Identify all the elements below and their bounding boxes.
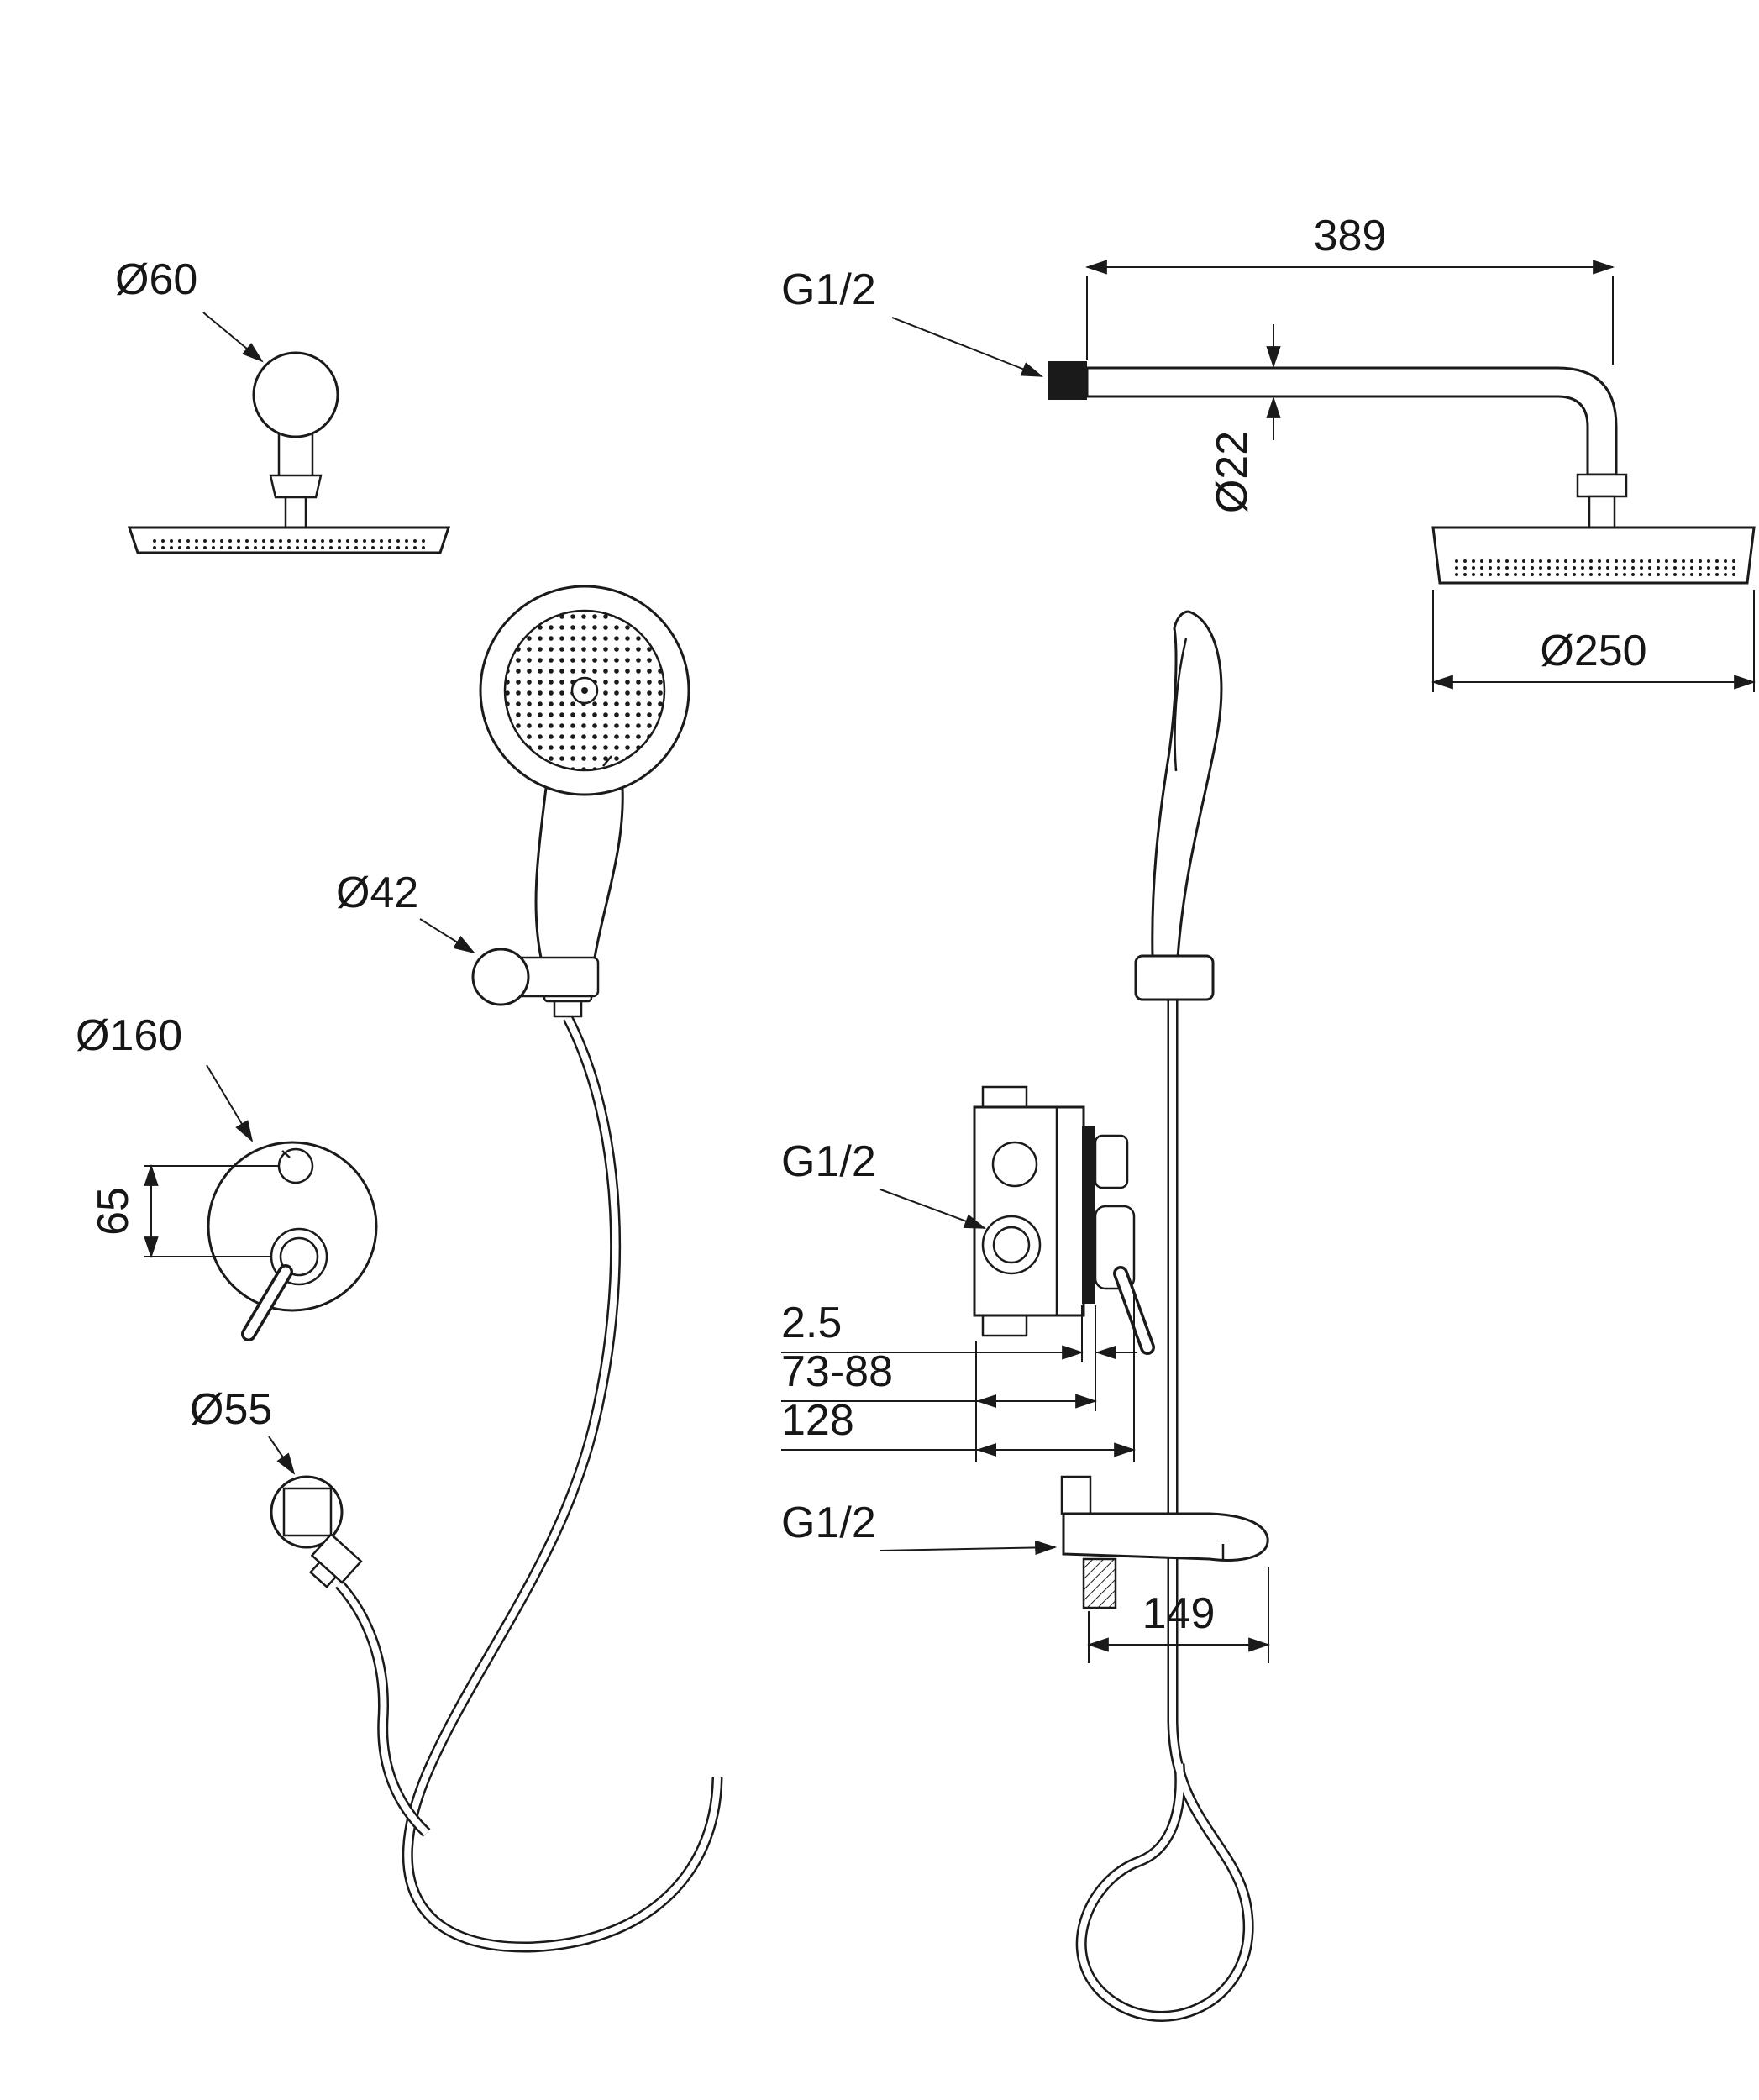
dim-128-label: 128 xyxy=(781,1396,854,1445)
label-g12-arm: G1/2 xyxy=(781,265,876,314)
leader-d160 xyxy=(206,1064,254,1142)
spout-escutcheon xyxy=(1060,1475,1092,1515)
nozzle-dots-side xyxy=(1450,556,1735,578)
head-stem xyxy=(284,496,307,529)
dim-149-label: 149 xyxy=(1142,1589,1216,1638)
hand-shower-face-edge xyxy=(1174,638,1188,772)
spray-hub-dot xyxy=(581,687,588,694)
nozzle-dots xyxy=(148,536,430,549)
dim-d22-label: Ø22 xyxy=(1208,431,1257,513)
wall-outlet-body xyxy=(282,1487,333,1537)
outlet-nipple xyxy=(308,1561,338,1588)
holder-knob xyxy=(471,948,530,1006)
leader-g12-spout xyxy=(880,1540,1058,1556)
valve-upper-port xyxy=(991,1141,1038,1188)
hose-nut-small xyxy=(553,1000,583,1018)
wall-trim-edge xyxy=(1082,1126,1095,1304)
leader-d60 xyxy=(202,312,264,363)
mixer-handle-hub-inner xyxy=(279,1236,319,1277)
arm-end-connector xyxy=(1576,473,1628,498)
tub-spout xyxy=(1062,1512,1269,1562)
label-g12-valve: G1/2 xyxy=(781,1137,876,1186)
wall-thread-connector xyxy=(1048,361,1087,400)
leader-g12-valve xyxy=(880,1189,987,1229)
label-d60: Ø60 xyxy=(115,255,197,304)
valve-inlet-port-inner xyxy=(992,1226,1031,1264)
dim-d250-label: Ø250 xyxy=(1540,627,1646,675)
spout-thread-tail xyxy=(1082,1557,1117,1609)
dim-389-label: 389 xyxy=(1314,212,1387,260)
hand-shower-side xyxy=(1151,610,1223,959)
dim-128-left-arrow xyxy=(976,1443,996,1457)
hand-shower-front-view: Ø42 Ø160 65 Ø55 xyxy=(76,585,723,1953)
dim-65-label: 65 xyxy=(89,1187,138,1236)
valve-top-tab xyxy=(981,1085,1028,1109)
rain-head-side-view: 389 G1/2 Ø22 Ø250 xyxy=(781,212,1756,692)
leader-d55 xyxy=(268,1436,296,1475)
hand-shower-handle xyxy=(534,786,624,983)
leader-d42 xyxy=(419,918,475,954)
rain-head-front-view: Ø60 xyxy=(115,255,451,554)
diverter-notch xyxy=(281,1150,291,1158)
outlet-hose-inner xyxy=(337,1582,429,1835)
dim-2-5-left-arrow xyxy=(1095,1346,1116,1359)
dim-2-5-label: 2.5 xyxy=(781,1299,842,1347)
valve-inlet-port xyxy=(981,1215,1042,1275)
system-side-view: G1/2 2.5 73-88 128 G1/2 149 xyxy=(781,610,1271,2022)
holder-side xyxy=(1134,954,1215,1001)
head-stem-side xyxy=(1588,495,1616,529)
mixer-lever xyxy=(244,1267,291,1339)
shower-hose-inner xyxy=(404,1016,721,1951)
label-g12-spout: G1/2 xyxy=(781,1499,876,1547)
mixer-trim-plate xyxy=(207,1141,378,1312)
diverter-knob xyxy=(277,1147,314,1184)
dim-73-88-label: 73-88 xyxy=(781,1347,893,1396)
outlet-connector xyxy=(308,1532,363,1588)
wall-flange-circle xyxy=(252,351,339,438)
diverter-stem-side xyxy=(1094,1134,1129,1189)
leader-g12-arm xyxy=(891,317,1044,377)
arm-connector xyxy=(269,474,323,499)
label-d42: Ø42 xyxy=(336,869,418,917)
shower-hose-outer xyxy=(402,1016,723,1953)
side-hose-inner xyxy=(1078,1000,1252,2020)
shower-arm xyxy=(1085,366,1618,476)
dim-73-88-left-arrow xyxy=(976,1394,996,1408)
mode-switch-tick xyxy=(602,755,612,767)
label-d55: Ø55 xyxy=(190,1385,272,1434)
valve-bottom-tab xyxy=(981,1314,1028,1337)
valve-body xyxy=(973,1105,1085,1317)
label-d160: Ø160 xyxy=(76,1011,182,1060)
